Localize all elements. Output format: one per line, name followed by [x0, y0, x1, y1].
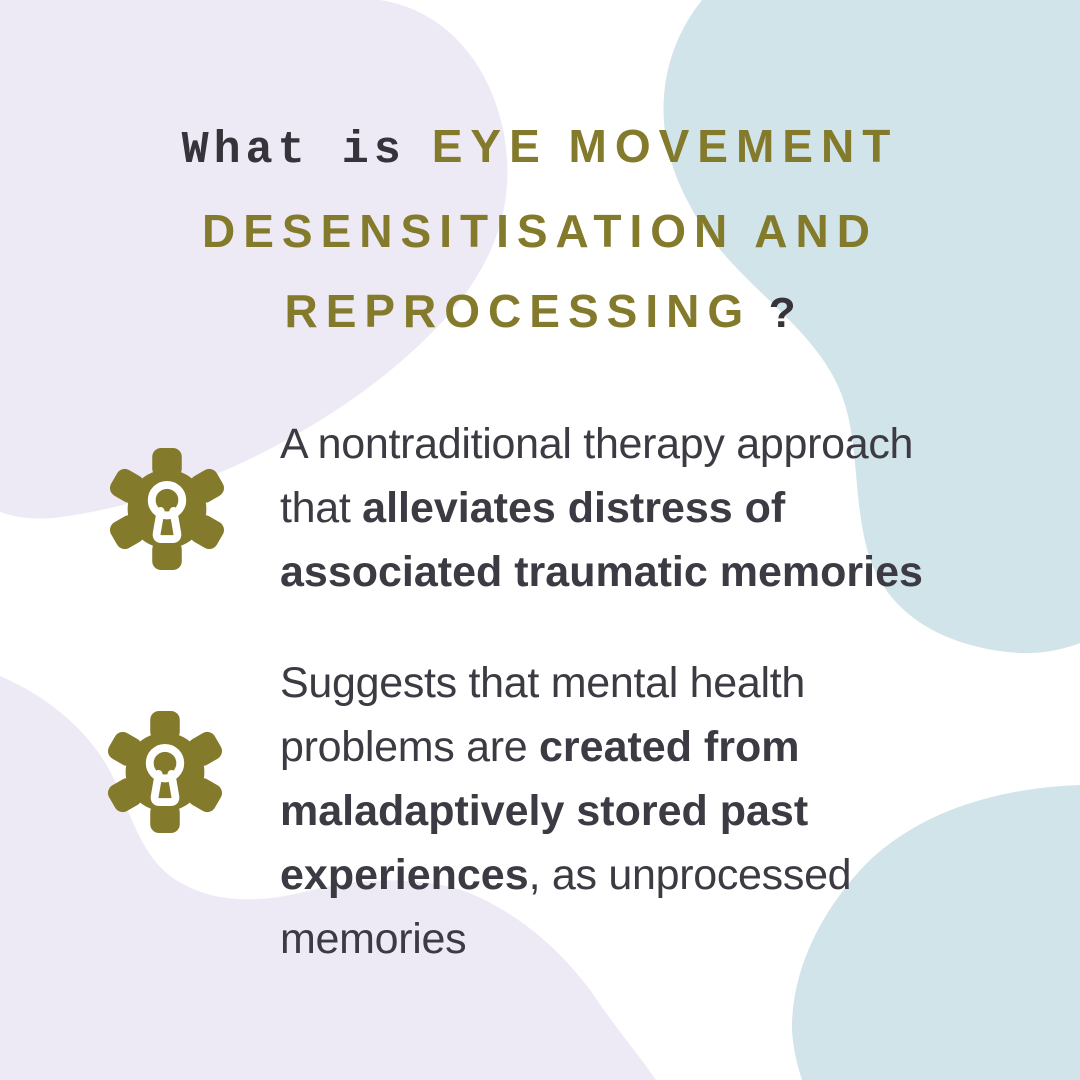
gear-keyhole-icon [109, 447, 225, 571]
title-line1-text: EYE MOVEMENT [431, 120, 899, 172]
keyhole-icon [145, 743, 185, 806]
gear-keyhole-icon [107, 710, 223, 834]
title-line-1: What is EYE MOVEMENT [0, 106, 1080, 191]
blob-bottom-right [791, 785, 1080, 1080]
bullet-1-text: A nontraditional therapy approach that a… [280, 420, 923, 596]
blob-top-left [0, 0, 508, 519]
bullet-2-text: Suggests that mental health problems are… [280, 659, 852, 963]
keyhole-icon [147, 480, 187, 543]
title-line3-text: REPROCESSING [284, 285, 752, 337]
title-prefix: What is [181, 125, 406, 176]
question-mark: ? [769, 291, 796, 341]
blob-bottom-left [0, 676, 656, 1080]
title-line2-text: DESENSITISATION AND [202, 205, 878, 257]
blob-top-right [663, 0, 1080, 654]
title-line-2: DESENSITISATION AND [0, 191, 1080, 271]
title-line-3: REPROCESSING? [0, 271, 1080, 356]
